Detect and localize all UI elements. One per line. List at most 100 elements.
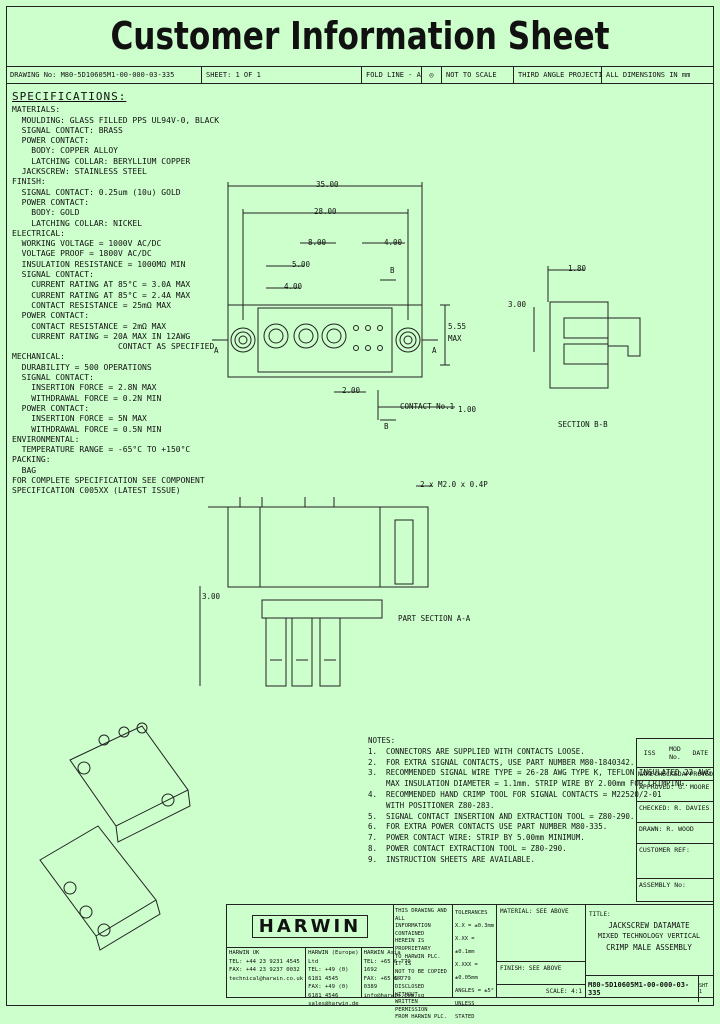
rev-col-2: MOD No.	[669, 745, 681, 761]
note-line: 7. POWER CONTACT WIRE: STRIP BY 5.00mm M…	[368, 833, 585, 843]
note-line: 1. CONNECTORS ARE SUPPLIED WITH CONTACTS…	[368, 746, 585, 756]
rev-row-1: NAME	[637, 770, 654, 778]
projection-icon: ◎	[422, 67, 442, 83]
note-line: 8. POWER CONTACT EXTRACTION TOOL = Z80-2…	[368, 843, 567, 853]
header-strip: DRAWING No: M80-5D10605M1-00-000-03-335 …	[6, 66, 714, 84]
spec-line: LATCHING COLLAR: BERYLLIUM COPPER	[12, 156, 191, 166]
spec-line: BODY: COPPER ALLOY	[12, 146, 118, 156]
spec-line: ELECTRICAL:	[12, 228, 65, 238]
desc-label: TITLE:	[589, 911, 611, 918]
dim-35: 35.00	[316, 180, 339, 189]
spec-line: INSULATION RESISTANCE = 1000MΩ MIN	[12, 259, 186, 269]
projection-label: THIRD ANGLE PROJECTION	[514, 67, 602, 83]
front-view	[212, 279, 438, 421]
units-label: ALL DIMENSIONS IN mm	[606, 71, 691, 79]
dim-1: 1.00	[458, 405, 477, 414]
spec-line: JACKSCREW: STAINLESS STEEL	[12, 167, 147, 177]
notes-heading: NOTES:	[368, 736, 396, 745]
desc-line-2: MIXED TECHNOLOGY VERTICAL	[597, 932, 701, 940]
dim-3b: 3.00	[202, 592, 221, 601]
spec-line: SIGNAL CONTACT:	[12, 270, 94, 280]
specifications-lines: MATERIALS: MOULDING: GLASS FILLED PPS UL…	[12, 105, 219, 496]
spec-line: MECHANICAL:	[12, 352, 65, 362]
part-section-label: PART SECTION A-A	[398, 614, 471, 623]
rev-row-2: CHECKED	[654, 770, 682, 778]
specifications-heading: SPECIFICATIONS:	[12, 90, 127, 103]
disclaimer-line: FROM HARWIN PLC.	[395, 1014, 447, 1021]
revision-block: ISS MOD No. DATE NAME CHECKED APPROVED A…	[636, 738, 714, 902]
rev-col-1: ISS	[643, 749, 656, 757]
disclaimer-line: INFORMATION CONTAINED	[395, 923, 431, 937]
dim-3: 3.00	[508, 300, 527, 309]
tolerance-line: ANGLES = ±5°	[455, 988, 494, 994]
spec-line: MATERIALS:	[12, 105, 61, 115]
notes-lines: 1. CONNECTORS ARE SUPPLIED WITH CONTACTS…	[368, 747, 716, 866]
dim-2: 2.00	[342, 386, 361, 395]
spec-line: SPECIFICATION C005XX (LATEST ISSUE)	[12, 486, 181, 496]
spec-line: CURRENT RATING = 20A MAX IN 12AWG	[12, 331, 191, 341]
spec-line: CURRENT RATING AT 85°C = 2.4A MAX	[12, 290, 191, 300]
spec-line: WITHDRAWAL FORCE = 0.2N MIN	[12, 393, 162, 403]
notes-block: NOTES:1. CONNECTORS ARE SUPPLIED WITH CO…	[368, 736, 716, 866]
assembly-no: ASSEMBLY No:	[639, 881, 686, 889]
customer-ref: CUSTOMER REF:	[637, 844, 713, 879]
tolerance-line: UNLESS STATED	[455, 1001, 475, 1020]
disclaimer-line: NOT TO BE COPIED OR	[395, 968, 447, 983]
spec-line: BODY: GOLD	[12, 208, 80, 218]
spec-line: BAG	[12, 465, 37, 475]
tolerance-line: X.XXX = ±0.05mm	[455, 962, 478, 981]
note-line: 6. FOR EXTRA POWER CONTACTS USE PART NUM…	[368, 822, 608, 832]
spec-line: CURRENT RATING AT 85°C = 3.0A MAX	[12, 280, 191, 290]
desc-line-3: CRIMP MALE ASSEMBLY	[606, 943, 692, 952]
spec-line: SIGNAL CONTACT:	[12, 373, 94, 383]
spec-line: SIGNAL CONTACT: BRASS	[12, 125, 123, 135]
part-section-a-a	[199, 485, 432, 687]
dim-28: 28.00	[314, 207, 337, 216]
dimension-lines	[227, 182, 455, 420]
tolerance-line: X.XX = ±0.1mm	[455, 936, 475, 955]
spec-line: FINISH:	[12, 177, 46, 187]
disclaimer-line: HEREIN IS PROPRIETARY	[395, 938, 431, 952]
spec-line: POWER CONTACT:	[12, 136, 90, 146]
spec-line: POWER CONTACT:	[12, 197, 90, 207]
sheet-title: Customer Information Sheet	[110, 14, 610, 58]
disclaimer-line: TO HARWIN PLC. IT IS	[395, 953, 441, 968]
dim-max: MAX	[448, 334, 462, 343]
note-line: 5. SIGNAL CONTACT INSERTION AND EXTRACTI…	[368, 811, 635, 821]
rev-col-3: DATE	[692, 749, 709, 757]
checked-by: CHECKED: R. DAVIES	[637, 802, 713, 823]
spec-line: ENVIRONMENTAL:	[12, 434, 80, 444]
spec-line: LATCHING COLLAR: NICKEL	[12, 218, 143, 228]
spec-line: SIGNAL CONTACT: 0.25um (10u) GOLD	[12, 187, 181, 197]
scale: SCALE: 4:1	[545, 988, 582, 995]
section-marker-a: A	[214, 346, 219, 355]
section-b-b-label: SECTION B-B	[558, 420, 608, 429]
rev-row-3: APPROVED	[681, 770, 713, 778]
spec-line: MOULDING: GLASS FILLED PPS UL94V-0, BLAC…	[12, 115, 220, 125]
desc-line-1: JACKSCREW DATAMATE	[608, 921, 690, 930]
sheet-number: SHT 1	[698, 976, 713, 1002]
section-marker-b: B	[390, 266, 395, 275]
spec-line: CONTACT RESISTANCE = 2mΩ MAX	[12, 321, 167, 331]
note-line: 3. RECOMMENDED SIGNAL WIRE TYPE = 26-28 …	[368, 768, 716, 778]
spec-line: DURABILITY = 500 OPERATIONS	[12, 362, 152, 372]
contact-no-label: CONTACT No.1	[400, 402, 455, 411]
dim-1-8: 1.80	[568, 264, 587, 273]
tolerance-line: TOLERANCES	[455, 910, 488, 916]
finish: FINISH: SEE ABOVE	[497, 962, 585, 985]
spec-line: INSERTION FORCE = 5N MAX	[12, 414, 147, 424]
fold-line: FOLD LINE - A3	[362, 67, 422, 83]
spec-line: FOR COMPLETE SPECIFICATION SEE COMPONENT	[12, 475, 205, 485]
dim-5-55: 5.55	[448, 322, 467, 331]
dim-4b: 4.00	[284, 282, 303, 291]
disclaimer-line: THIS DRAWING AND ALL	[395, 908, 447, 922]
tolerance-line: X.X = ±0.3mm	[455, 923, 494, 929]
section-marker-b2: B	[384, 422, 389, 431]
